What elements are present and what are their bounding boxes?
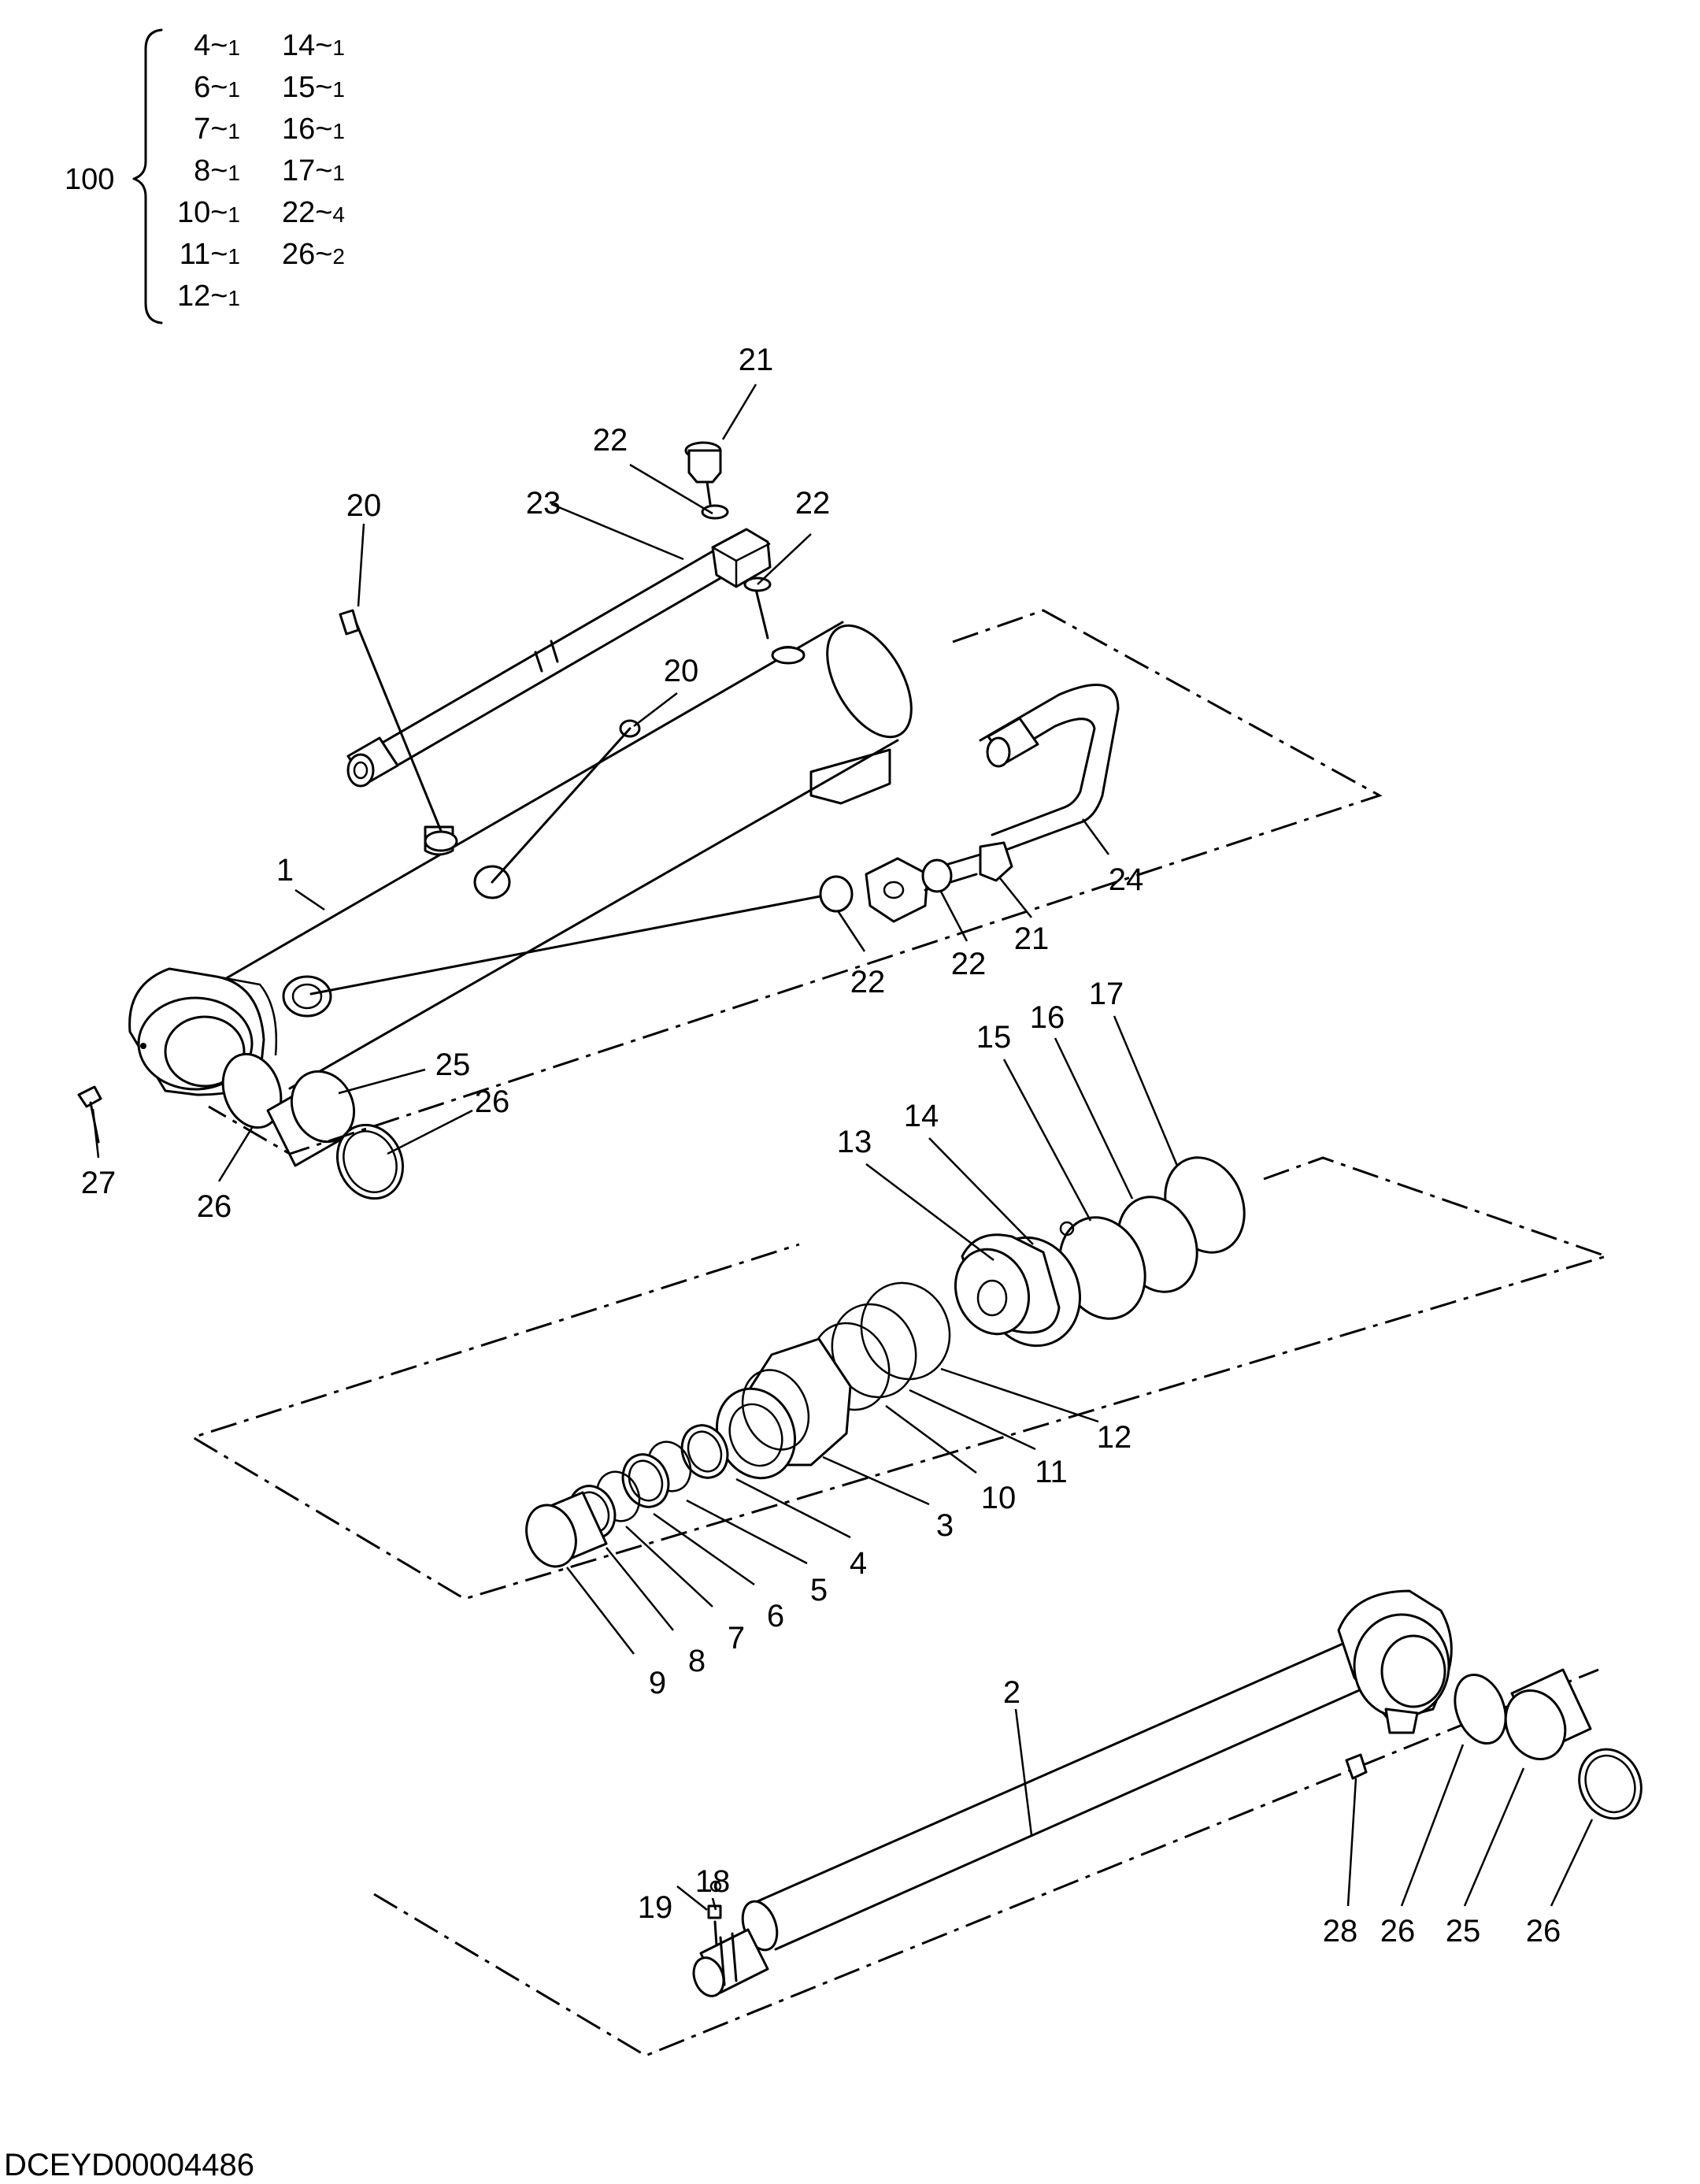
callout-5: 5 [810,1573,828,1607]
kit-entry: 6~1 [194,71,240,104]
kit-entry: 22~4 [282,196,345,229]
kit-list: 100 4~1 6~1 7~1 8~1 10~1 11~1 12~1 14~1 15~1 16~… [65,28,345,324]
callout-17: 17 [1089,977,1124,1011]
callout-11: 11 [1035,1455,1068,1489]
group-box-tube [208,609,1383,1155]
callout-26-right-left: 26 [1380,1914,1416,1949]
callout-21-top: 21 [739,343,774,377]
callout-1: 1 [276,853,294,888]
kit-entry-quantity: 1 [332,161,345,185]
callout-25-left: 25 [435,1048,471,1082]
callout-9: 9 [649,1666,666,1700]
kit-entry-quantity: 1 [228,77,240,102]
kit-entry: 16~1 [282,113,345,146]
pipe-24 [309,684,1120,996]
callout-22-left-mid: 22 [850,965,886,999]
callout-26-left-upper: 26 [475,1085,510,1119]
callout-4: 4 [850,1546,867,1581]
callout-22-mid: 22 [951,947,987,981]
callout-27: 27 [81,1166,117,1200]
callout-21-right: 21 [1014,921,1050,956]
callout-26-left-lower: 26 [197,1189,232,1224]
callout-13: 13 [837,1125,872,1159]
group-box-piston [190,1156,1610,1600]
callout-12: 12 [1097,1420,1132,1455]
callout-18: 18 [695,1864,731,1899]
kit-entry: 4~1 [194,29,240,62]
piston-seals-14-17 [1059,1221,1075,1237]
kit-entry-quantity: 1 [228,35,240,60]
kit-entry: 17~1 [282,154,345,187]
callout-22-top-right: 22 [795,486,831,521]
callout-20-left: 20 [346,488,382,523]
piston-rod-2 [692,1589,1453,1997]
kit-entry: 12~1 [177,280,240,313]
pipe-23 [346,528,891,805]
bushing-25-left [221,1052,405,1200]
kit-entry-quantity: 1 [228,286,240,310]
kit-brace [132,28,163,324]
callout-22-top-left: 22 [593,423,628,458]
kit-number: 100 [65,163,114,196]
kit-entry: 11~1 [180,238,240,271]
group-box-rod [373,1668,1599,2057]
cylinder-head-3 [715,1337,852,1480]
callout-19: 19 [638,1890,673,1925]
bushing-9 [525,1491,608,1568]
collar-20 [339,609,641,884]
kit-column-2: 14~1 15~1 16~1 17~1 22~4 26~2 [282,29,345,271]
kit-entry-quantity: 2 [332,244,345,269]
callout-24: 24 [1109,862,1144,897]
callout-28: 28 [1323,1914,1358,1949]
kit-entry-quantity: 1 [332,35,345,60]
fitting-21-top [684,441,772,592]
bushing-25-right [1454,1668,1643,1820]
kit-entry-quantity: 1 [228,244,240,269]
piston-head-13 [954,1156,1246,1348]
callout-labels: 21 22 22 23 20 20 1 24 21 22 22 25 26 26… [81,343,1561,1949]
callout-10: 10 [981,1481,1017,1515]
kit-entry: 8~1 [194,154,240,187]
kit-entry-quantity: 1 [332,119,345,143]
callout-7: 7 [728,1621,745,1656]
kit-entry-quantity: 1 [228,119,240,143]
callout-23: 23 [526,486,561,521]
kit-entry: 14~1 [282,29,345,62]
callout-15: 15 [976,1020,1012,1055]
leader-lines [91,384,1594,1911]
callout-3: 3 [936,1508,954,1543]
kit-entry-quantity: 1 [228,161,240,185]
kit-column-1: 4~1 6~1 7~1 8~1 10~1 11~1 12~1 [177,29,240,313]
kit-entry: 26~2 [282,238,345,271]
kit-entry: 7~1 [194,113,240,146]
kit-entry-quantity: 1 [332,77,345,102]
cylinder-tube-1 [77,621,913,1144]
drawing-code: DCEYD00004486 [4,2148,254,2182]
callout-6: 6 [767,1599,784,1633]
callout-20-right: 20 [664,654,699,688]
callout-8: 8 [688,1644,706,1678]
callout-14: 14 [904,1099,939,1133]
kit-entry: 15~1 [282,71,345,104]
kit-entry: 10~1 [177,196,240,229]
kit-entry-quantity: 1 [228,202,240,227]
callout-25-right: 25 [1446,1914,1481,1949]
callout-26-right: 26 [1526,1914,1561,1949]
kit-entry-quantity: 4 [332,202,345,227]
callout-2: 2 [1003,1675,1020,1710]
callout-16: 16 [1030,1000,1065,1035]
